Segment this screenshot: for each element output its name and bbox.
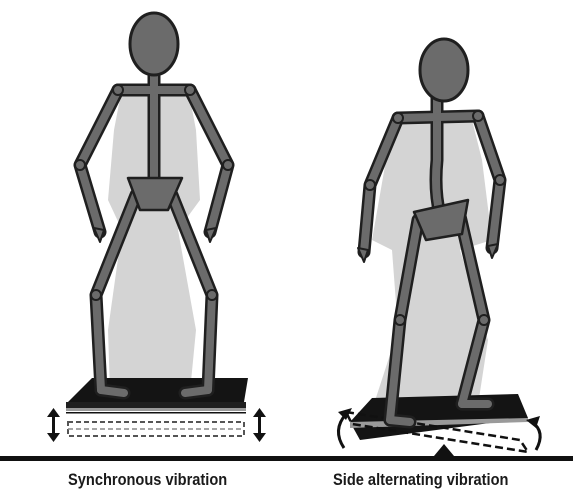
synchronous-vibration-caption: Synchronous vibration bbox=[68, 470, 227, 490]
pivot-icon bbox=[434, 444, 454, 456]
side-alternating-panel bbox=[338, 39, 540, 456]
vertical-arrow-icon bbox=[253, 408, 266, 442]
curved-arrow-icon bbox=[338, 414, 346, 448]
side-alternating-platform bbox=[346, 394, 528, 456]
side-alternating-vibration-caption: Side alternating vibration bbox=[333, 470, 508, 490]
ground-line bbox=[0, 456, 573, 461]
synchronous-panel bbox=[47, 13, 266, 442]
vertical-arrow-icon bbox=[47, 408, 60, 442]
synchronous-platform bbox=[66, 378, 248, 436]
